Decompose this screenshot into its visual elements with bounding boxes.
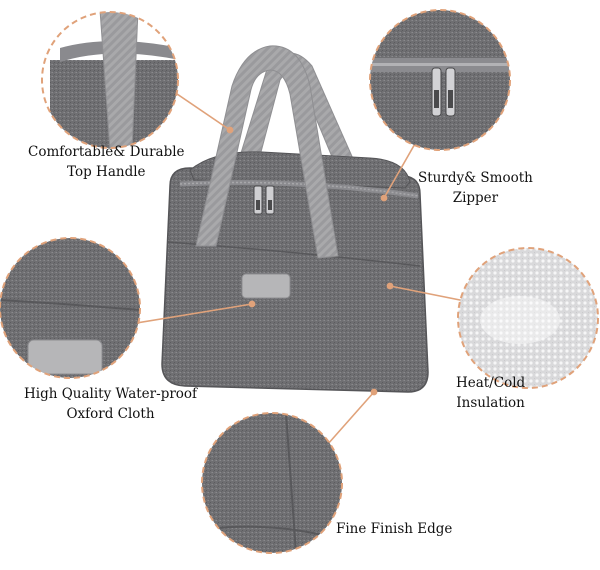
detail-circle-edge [201,412,343,554]
label-handle-line1: Comfortable& Durable [28,144,185,160]
label-insulation: Heat/Cold Insulation [456,373,525,413]
logo-patch [241,273,291,299]
bag-lid [189,151,411,189]
detail-circle-cloth [0,237,141,379]
label-zipper-line1: Sturdy& Smooth [418,170,533,186]
detail-circle-handle [41,11,179,149]
label-cloth: High Quality Water-proof Oxford Cloth [24,384,197,424]
lunch-bag-main [161,45,429,393]
label-cloth-line2: Oxford Cloth [66,406,155,422]
label-handle: Comfortable& Durable Top Handle [28,142,185,182]
label-insulation-line2: Insulation [456,395,525,411]
label-insulation-line1: Heat/Cold [456,375,526,391]
label-zipper: Sturdy& Smooth Zipper [418,168,533,208]
bag-body [161,167,429,393]
label-edge: Fine Finish Edge [336,519,452,539]
label-cloth-line1: High Quality Water-proof [24,386,198,402]
front-handle [195,45,339,259]
zipper-pulls [253,185,275,215]
detail-circle-zipper [369,9,511,151]
label-handle-line2: Top Handle [67,164,146,180]
label-zipper-line2: Zipper [452,190,499,206]
label-edge-line1: Fine Finish Edge [336,521,453,537]
detail-circle-insulation [457,247,599,389]
